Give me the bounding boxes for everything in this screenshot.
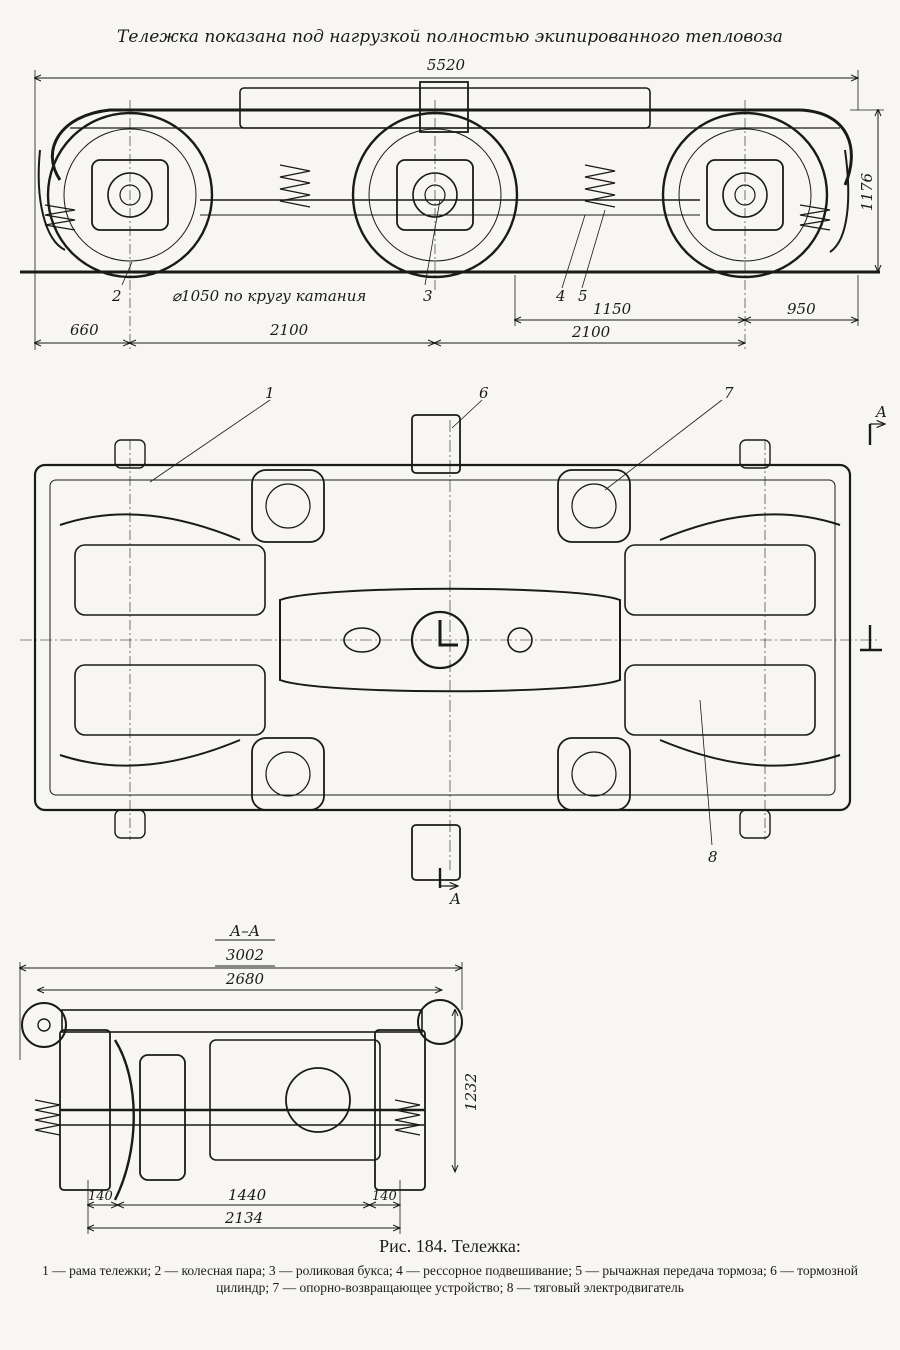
dim-2100-left: 2100 — [269, 321, 309, 339]
section-view-labels: А–А 3002 2680 1232 140 1440 140 2134 — [88, 922, 480, 1227]
pivot — [410, 610, 470, 670]
dim-2680: 2680 — [225, 970, 265, 988]
legend-item: 6 — тормозной цилиндр; — [216, 1263, 858, 1295]
legend-item: 3 — роликовая букса; — [268, 1263, 393, 1278]
dim-140-left: 140 — [88, 1189, 113, 1204]
side-view — [20, 70, 884, 350]
dim-1440: 1440 — [228, 1186, 267, 1204]
dim-950: 950 — [787, 300, 816, 318]
legend-item: 4 — рессорное подвешивание; — [396, 1263, 572, 1278]
callout-4: 4 — [555, 287, 566, 305]
dim-140-right: 140 — [372, 1189, 397, 1204]
brake-cylinder-bottom — [411, 824, 461, 881]
legend-item: 2 — колесная пара; — [154, 1263, 266, 1278]
side-view-labels: 5520 1176 ⌀1050 по кругу катания 2 3 4 5… — [70, 56, 876, 341]
callout-7: 7 — [724, 384, 734, 402]
legend-item: 1 — рама тележки; — [42, 1263, 152, 1278]
dim-5520: 5520 — [427, 56, 466, 74]
plan-view-labels: 1 6 7 8 A A — [265, 384, 887, 908]
callout-6: 6 — [479, 384, 489, 402]
dim-1150: 1150 — [593, 300, 632, 318]
traction-motor-left — [74, 544, 266, 616]
legend-item: 8 — тяговый электродвигатель — [506, 1280, 684, 1295]
plan-frame — [33, 463, 852, 812]
legend-item: 5 — рычажная передача тормоза; — [575, 1263, 767, 1278]
callout-1: 1 — [265, 384, 275, 402]
wheel-diameter-label: ⌀1050 по кругу катания — [172, 287, 366, 305]
dim-3002: 3002 — [226, 946, 264, 964]
callout-2: 2 — [111, 287, 122, 305]
section-view — [20, 939, 463, 1234]
callout-3: 3 — [423, 287, 433, 305]
dim-660: 660 — [70, 321, 99, 339]
dim-1176: 1176 — [858, 172, 876, 211]
section-title: А–А — [229, 922, 260, 940]
spring-set — [44, 164, 831, 231]
frame-outline — [50, 108, 853, 186]
traction-motor-right — [624, 664, 816, 736]
section-mark-bottom: A — [448, 890, 461, 908]
legend-item: 7 — опорно-возвращающее устройство; — [272, 1280, 504, 1295]
caption-legend: 1 — рама тележки; 2 — колесная пара; 3 —… — [20, 1262, 880, 1296]
callout-8: 8 — [708, 848, 718, 866]
return-device-set — [251, 469, 631, 811]
callout-5: 5 — [578, 287, 588, 305]
header-note: Тележка показана под нагрузкой полностью… — [117, 27, 783, 47]
dim-2100-right: 2100 — [571, 323, 611, 341]
plan-view — [20, 399, 885, 888]
dim-1232: 1232 — [462, 1073, 480, 1111]
brake-cylinder-top — [411, 414, 461, 474]
section-mark-top: A — [874, 403, 887, 421]
caption-title: Рис. 184. Тележка: — [379, 1236, 521, 1256]
dim-2134: 2134 — [224, 1209, 263, 1227]
central-beam — [279, 587, 621, 693]
